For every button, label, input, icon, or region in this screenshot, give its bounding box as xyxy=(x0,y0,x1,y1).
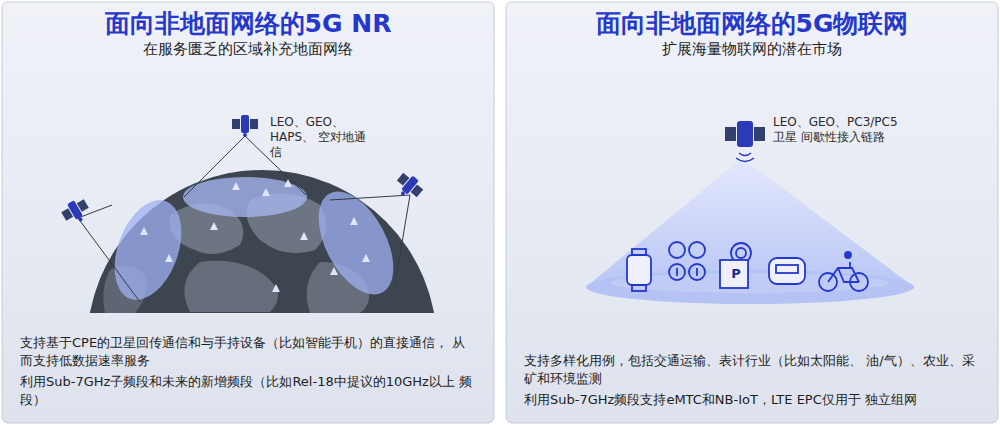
globe xyxy=(87,170,437,313)
satellite xyxy=(59,196,93,228)
panel-body: 支持多样化用例，包括交通运输、表计行业（比如太阳能、 油/气）、农业、采矿和环境… xyxy=(524,352,980,388)
panel: 面向非地面网络的5G NR在服务匮乏的区域补充地面网络支持基于CPE的卫星回传通… xyxy=(2,2,494,423)
panel-title: 面向非地面网络的5G NR xyxy=(20,10,476,39)
panel-body: 利用Sub-7GHz频段支持eMTC和NB-IoT，LTE EPC仅用于 独立组… xyxy=(524,391,980,409)
satellite-callout: LEO、GEO、PC3/PC5卫星 间歇性接入链路 xyxy=(773,115,903,145)
panel-body: 支持基于CPE的卫星回传通信和与手持设备（比如智能手机）的直接通信， 从而支持低… xyxy=(20,334,476,370)
panel-ground xyxy=(506,2,998,423)
panel-ground xyxy=(2,2,494,423)
panel: 面向非地面网络的5G物联网扩展海量物联网的潜在市场支持多样化用例，包括交通运输、… xyxy=(506,2,998,423)
satellite xyxy=(725,121,765,162)
satellite xyxy=(232,115,258,137)
coverage-cone xyxy=(586,158,914,304)
beam-line xyxy=(78,136,410,302)
panel-body: 利用Sub-7GHz子频段和未来的新增频段（比如Rel-18中提议的10GHz以… xyxy=(20,373,476,409)
panel-title: 面向非地面网络的5G物联网 xyxy=(524,10,980,39)
satellite-callout: LEO、GEO、HAPS、 空对地通信 xyxy=(270,115,370,160)
satellite xyxy=(392,170,426,204)
panel-subtitle: 扩展海量物联网的潜在市场 xyxy=(524,40,980,60)
icon-letter: P xyxy=(729,267,743,280)
panel-subtitle: 在服务匮乏的区域补充地面网络 xyxy=(20,40,476,60)
iot-icons xyxy=(627,242,868,291)
